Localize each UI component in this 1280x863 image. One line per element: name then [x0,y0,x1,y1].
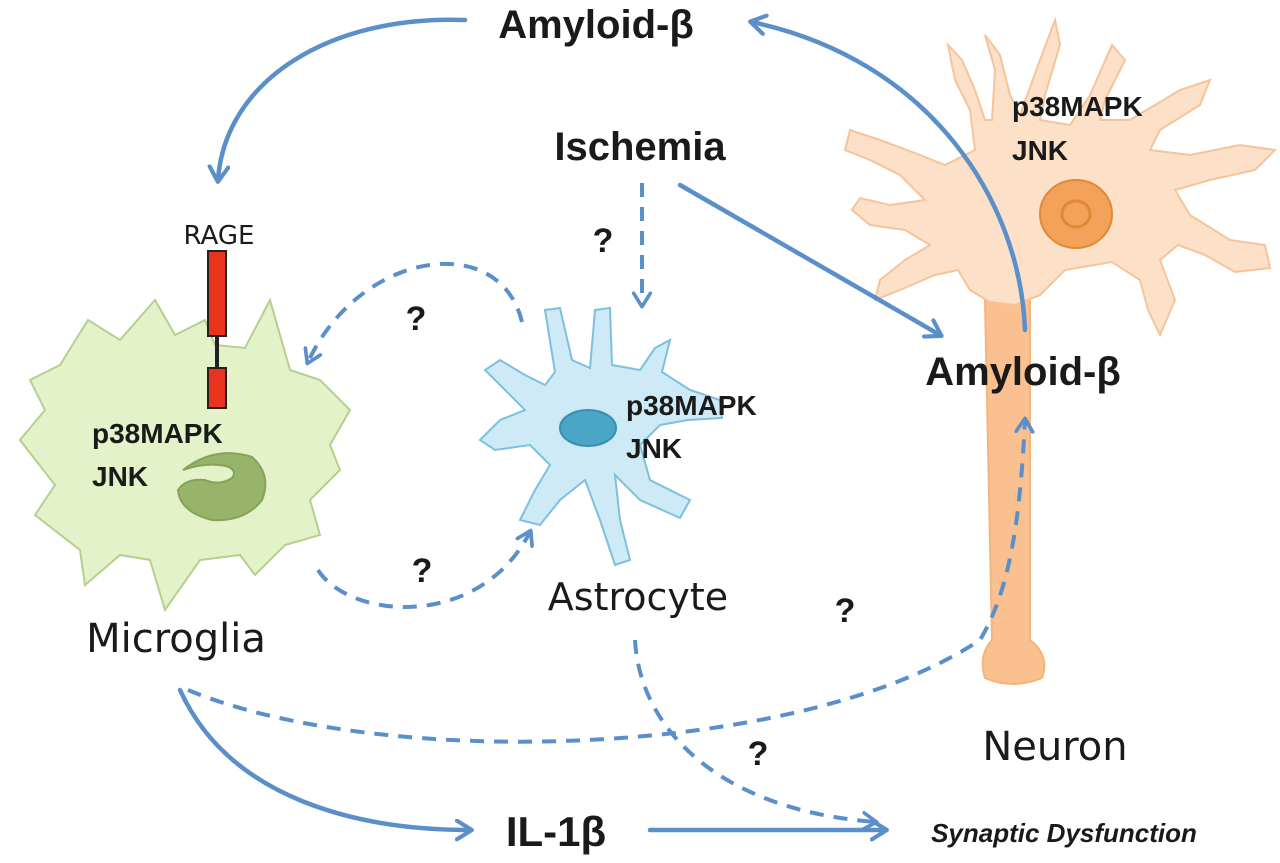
neuron-axon [981,299,1046,685]
arrow-microglia-to-il1b [177,687,470,830]
question-microglia-amyloid: ? [835,592,856,630]
rage-label: RAGE [184,221,255,251]
neuron-soma [843,16,1278,338]
rage-receptor-lower [207,367,227,409]
amyloid-top-label: Amyloid-β [498,3,694,47]
astrocyte-kinase-p38mapk-label: p38MAPK [626,390,757,421]
arrow-astrocyte-to-synaptic [633,639,875,822]
astrocyte-label: Astrocyte [548,575,728,619]
microglia-kinase-jnk-label: JNK [92,461,148,492]
microglia-kinase-p38mapk-label: p38MAPK [92,418,223,449]
synaptic-dysfunction-label: Synaptic Dysfunction [931,818,1197,848]
microglia-label: Microglia [86,616,266,662]
ischemia-label: Ischemia [554,125,726,169]
astrocyte-nucleus [559,409,617,447]
microglia-body [18,297,352,613]
microglia-cell [18,250,352,613]
amyloid-neuron-label: Amyloid-β [925,350,1121,394]
question-microglia-astrocyte: ? [412,552,433,590]
arrow-astrocyte-to-microglia [308,261,524,362]
neuron-cell [843,16,1278,685]
question-ischemia-astrocyte: ? [593,222,614,260]
microglia-nucleus [176,452,267,522]
arrow-microglia-to-astrocyte [316,532,530,609]
arrow-microglia-to-neuron-amyloid [187,420,1025,744]
neuron-nucleus [1039,179,1113,249]
question-astrocyte-synaptic: ? [748,735,769,773]
arrow-neuron-to-amyloid [752,22,1028,333]
question-astrocyte-microglia: ? [406,300,427,338]
il1b-label: IL-1β [506,808,606,855]
astrocyte-cell [478,306,724,567]
neuron-nucleolus [1060,199,1092,229]
arrow-ischemia-to-neuron-amyloid [677,182,940,335]
neuron-kinase-jnk-label: JNK [1012,135,1068,166]
rage-receptor-upper [207,250,227,337]
arrow-amyloid-to-rage [218,17,468,180]
astrocyte-kinase-jnk-label: JNK [626,433,682,464]
neuron-kinase-p38mapk-label: p38MAPK [1012,91,1143,122]
neuron-label: Neuron [982,724,1127,770]
